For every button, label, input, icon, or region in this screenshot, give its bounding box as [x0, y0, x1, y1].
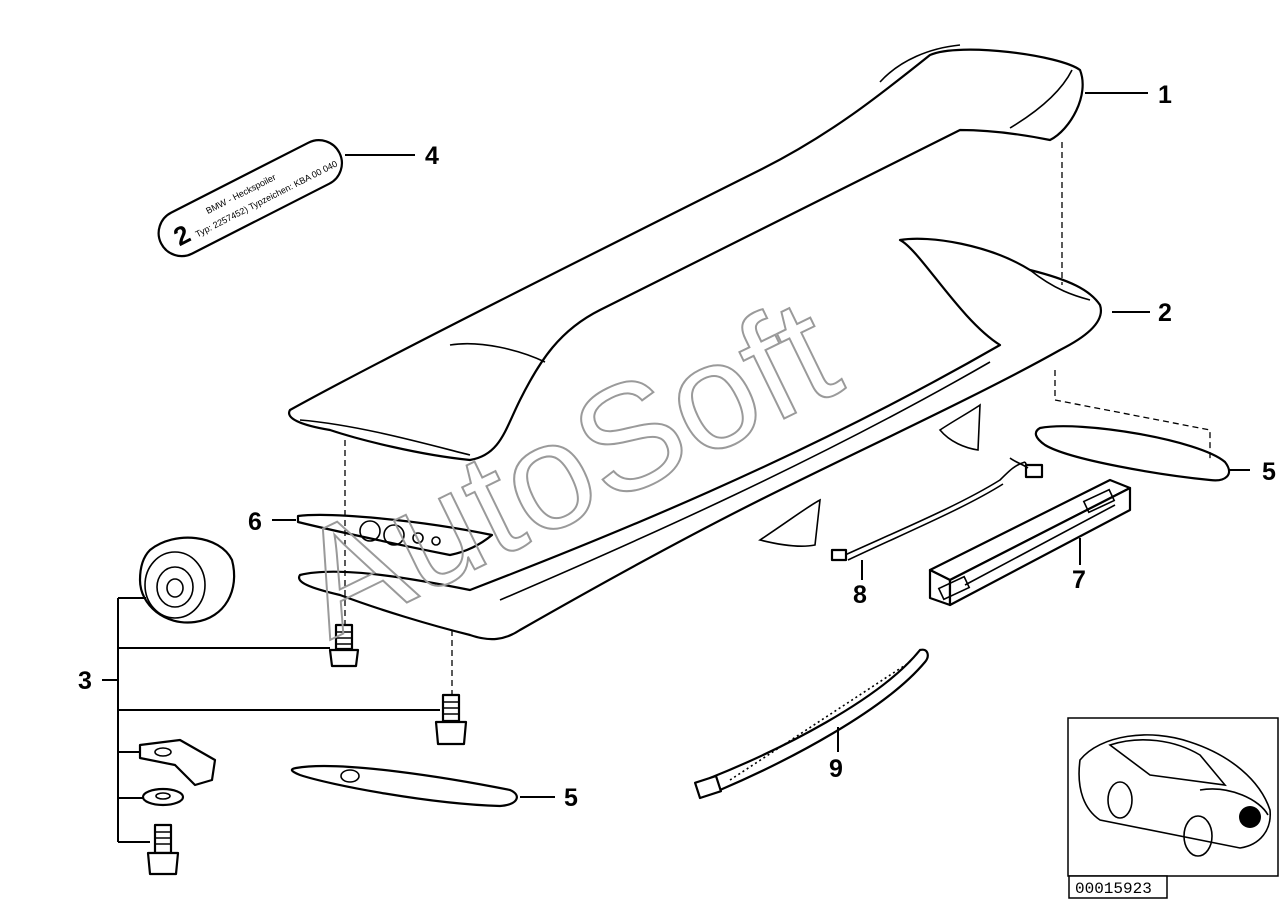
- reference-code: 00015923: [1075, 880, 1152, 898]
- callout-3: 3: [78, 667, 92, 695]
- callout-5-right: 5: [1262, 458, 1276, 486]
- type-label-plate: 2 BMW - Heckspoiler Typ: 2257452) Typzei…: [157, 139, 343, 258]
- location-marker: [1239, 806, 1261, 828]
- washer: [141, 787, 185, 807]
- callout-5-bottom: 5: [564, 784, 578, 812]
- bracket-clip: [138, 738, 217, 787]
- callout-1: 1: [1158, 81, 1172, 109]
- callout-9: 9: [829, 755, 843, 783]
- callout-4: 4: [425, 142, 439, 170]
- bolt-bottom: [146, 823, 180, 876]
- car-location-thumbnail: [1067, 717, 1279, 877]
- lower-spoiler-base: [297, 237, 1103, 641]
- bolt-lower: [434, 693, 468, 746]
- wiring-harness: [830, 457, 1044, 562]
- right-gasket: [1034, 425, 1231, 482]
- cable-tie: [693, 648, 929, 800]
- third-brake-light: [928, 478, 1132, 607]
- callout-6: 6: [248, 508, 262, 536]
- leader-3-bracket: [102, 597, 440, 843]
- callout-8: 8: [853, 581, 867, 609]
- upper-spoiler-wing: [288, 44, 1084, 462]
- reference-code-box: 00015923: [1068, 875, 1168, 899]
- assembly-line-2: [1054, 370, 1211, 460]
- callout-7: 7: [1072, 566, 1086, 594]
- rubber-damper: [138, 536, 236, 624]
- callout-2: 2: [1158, 299, 1172, 327]
- bottom-gasket: [290, 764, 518, 808]
- reinforcement-plate: [296, 513, 494, 557]
- bolt-upper: [328, 623, 360, 668]
